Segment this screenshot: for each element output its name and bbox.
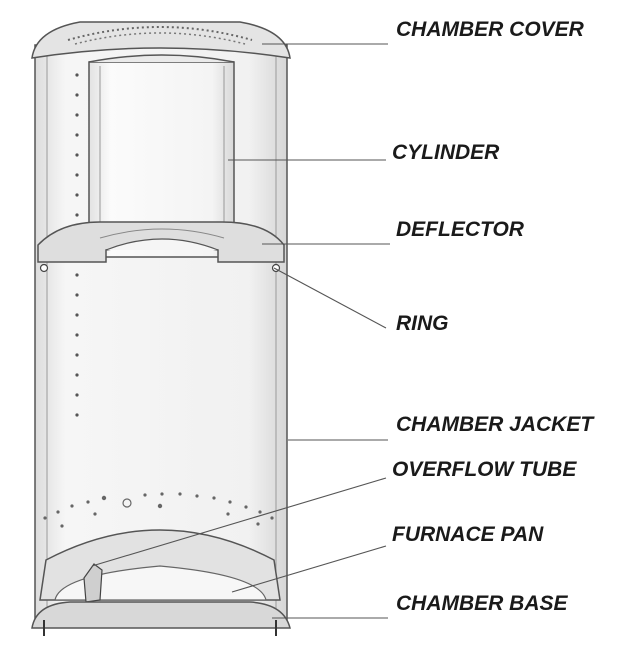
chamber-cover (31, 21, 291, 59)
label-cylinder: CYLINDER (392, 141, 500, 164)
leader-overflow-tube (91, 477, 387, 567)
label-chamber-jacket: CHAMBER JACKET (396, 413, 594, 436)
label-chamber-base: CHAMBER BASE (396, 592, 568, 615)
leader-lines (91, 43, 390, 619)
label-overflow-tube: OVERFLOW TUBE (392, 458, 577, 481)
deflector (37, 221, 285, 263)
leader-ring (273, 267, 387, 329)
label-chamber-cover: CHAMBER COVER (396, 18, 584, 41)
label-furnace-pan: FURNACE PAN (392, 523, 544, 546)
lower-vent-holes (43, 492, 274, 528)
jacket-vent-holes (75, 73, 79, 417)
label-deflector: DEFLECTOR (396, 218, 524, 241)
chamber-base (31, 601, 291, 636)
leader-furnace-pan (231, 545, 387, 593)
label-ring: RING (396, 312, 449, 335)
